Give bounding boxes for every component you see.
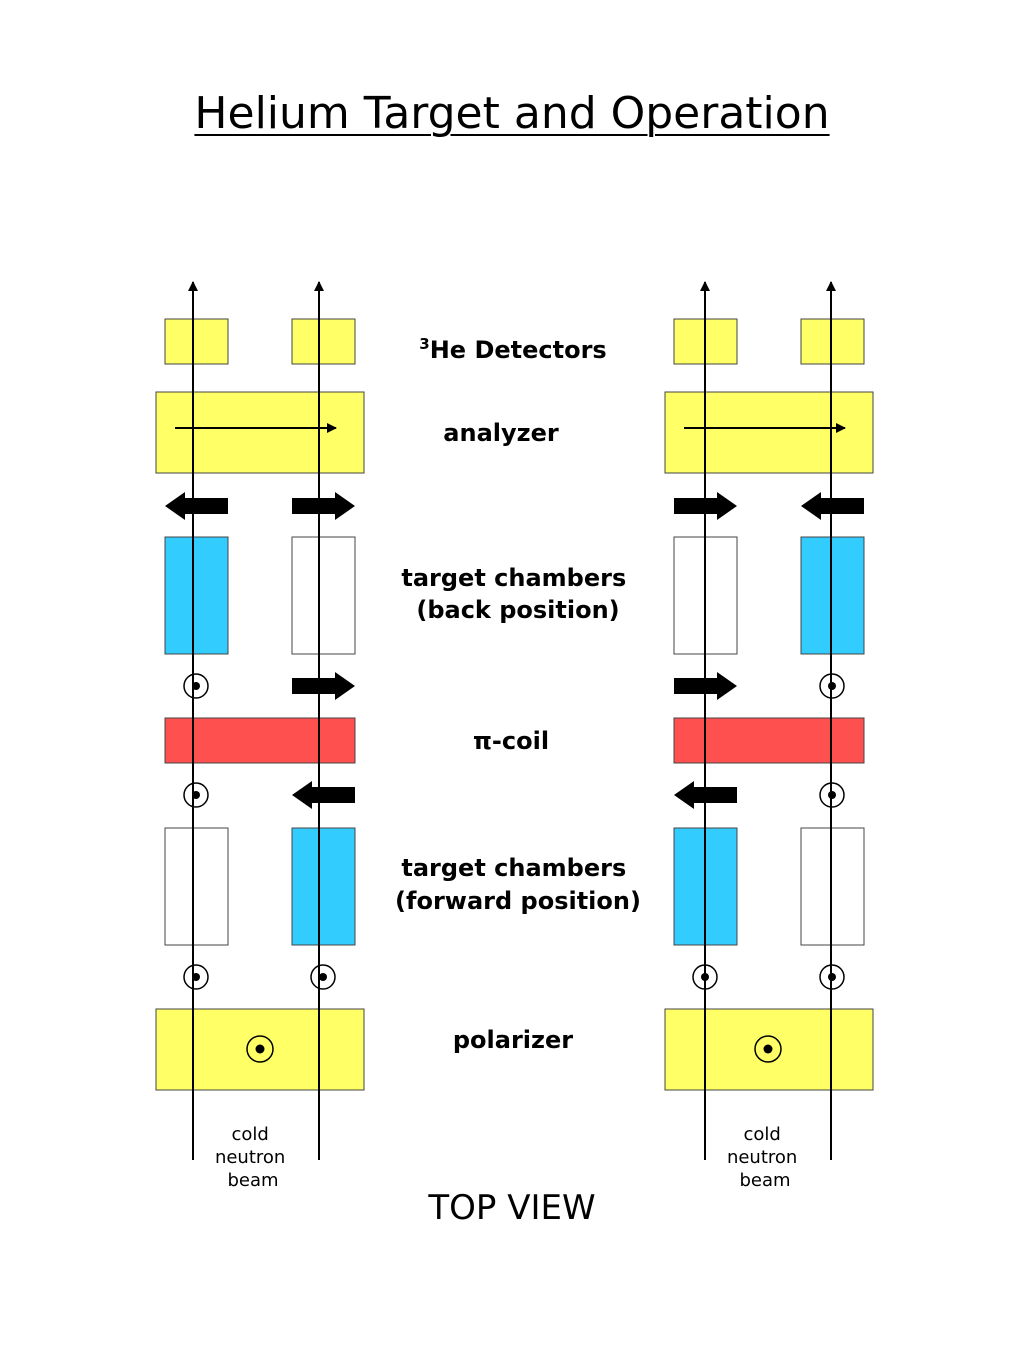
spin-arrow-left	[801, 492, 864, 520]
detector-left-a	[164, 318, 229, 365]
detectors-text: He Detectors	[430, 336, 607, 364]
field-out-symbol	[754, 1035, 782, 1063]
pi-coil-right	[673, 717, 865, 764]
left-configuration: cold neutron beam	[155, 281, 365, 1191]
field-out-symbol	[246, 1035, 274, 1063]
pi-coil-label: π-coil	[473, 727, 549, 755]
top-view-caption: TOP VIEW	[428, 1188, 596, 1228]
target-chambers-forward-label: target chambers (forward position)	[395, 854, 641, 915]
field-out-symbol	[310, 964, 336, 990]
target-chamber-forward-empty	[164, 827, 229, 946]
field-out-symbol	[183, 782, 209, 808]
spin-arrow-left	[165, 492, 228, 520]
spin-arrow-right	[292, 492, 355, 520]
beam-label: cold neutron beam	[727, 1124, 803, 1191]
field-out-symbol	[183, 964, 209, 990]
analyzer-label: analyzer	[443, 419, 559, 447]
detector-left-b	[291, 318, 356, 365]
detectors-label: 3He Detectors	[419, 335, 606, 364]
detectors-superscript: 3	[419, 335, 429, 353]
target-chambers-back-label: target chambers (back position)	[401, 564, 634, 624]
target-chamber-back-empty	[291, 536, 356, 655]
polarizer-label: polarizer	[453, 1026, 573, 1054]
target-chamber-forward-empty	[800, 827, 865, 946]
target-chamber-back-filled	[800, 536, 865, 655]
pi-coil-left	[164, 717, 356, 764]
beam-label: cold neutron beam	[215, 1124, 291, 1191]
analyzer-left	[155, 391, 365, 474]
spin-arrow-right	[292, 672, 355, 700]
target-chamber-back-filled	[164, 536, 229, 655]
spin-arrow-left	[292, 781, 355, 809]
right-configuration: cold neutron beam	[664, 281, 874, 1191]
page-title: Helium Target and Operation	[194, 88, 830, 139]
target-chamber-forward-filled	[291, 827, 356, 946]
field-out-symbol	[183, 673, 209, 699]
analyzer-right	[664, 391, 874, 474]
detector-right-b	[800, 318, 865, 365]
